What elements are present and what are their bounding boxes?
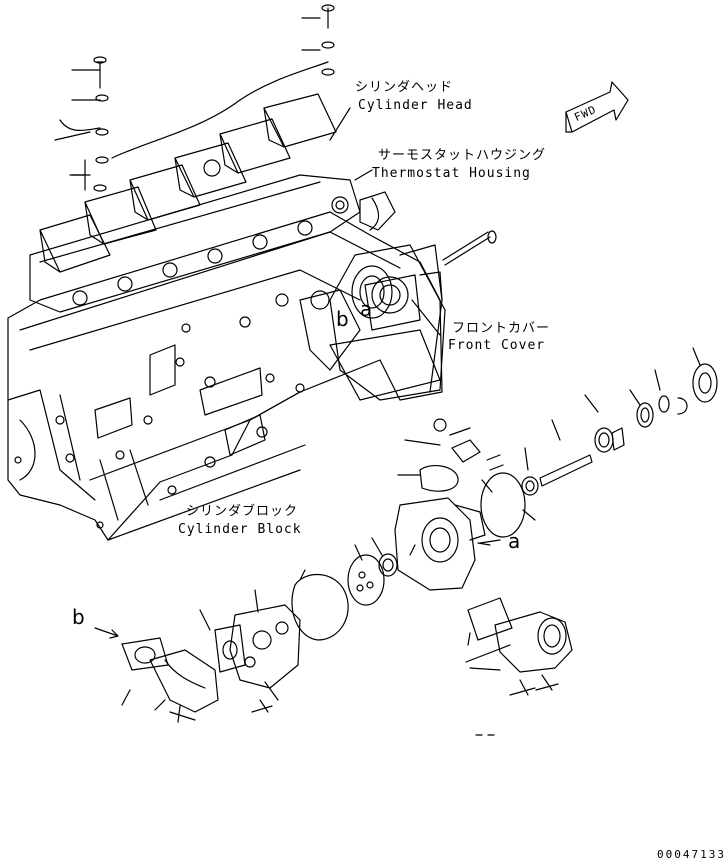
fwd-arrow [566, 82, 628, 132]
ref-b-label-lower: b [72, 605, 86, 629]
fuel-line-lower [60, 120, 100, 130]
cylinder-head-label-jp: シリンダヘッド [355, 80, 454, 95]
ref-arrow-a [478, 543, 490, 545]
inlet-elbow [122, 610, 278, 722]
cylinder-head-assembly [30, 94, 360, 312]
pump-gaskets [230, 570, 348, 688]
leader-lines [55, 18, 440, 555]
left-bolt-washers [70, 57, 108, 191]
impeller [348, 538, 397, 605]
front-cover-label-jp: フロントカバー [452, 321, 551, 336]
thermostat-housing-label-en: Thermostat Housing [372, 166, 531, 181]
drawing-code: 00047133 [657, 848, 726, 861]
cylinder-block-label-jp: シリンダブロック [186, 504, 299, 519]
cylinder-block [8, 212, 442, 540]
thermostat-housing [360, 192, 496, 265]
thermostat-housing-label-jp: サーモスタットハウジング [378, 148, 547, 163]
outlet-elbow [466, 598, 572, 735]
pump-top-bolt [398, 419, 503, 491]
water-pump [395, 498, 500, 590]
fuel-line [112, 62, 328, 158]
cylinder-block-label-en: Cylinder Block [178, 522, 302, 537]
front-cover-label-en: Front Cover [448, 338, 546, 353]
top-bolt-washers [322, 5, 334, 75]
cylinder-head-label-en: Cylinder Head [358, 98, 473, 113]
ref-a-label-upper: a [360, 297, 374, 321]
seal-ring [481, 473, 525, 537]
ref-arrow-b [95, 628, 118, 638]
shaft-stack [482, 348, 717, 520]
front-cover [330, 245, 445, 400]
ref-b-label-upper: b [336, 307, 350, 331]
ref-a-label-lower: a [508, 529, 522, 553]
